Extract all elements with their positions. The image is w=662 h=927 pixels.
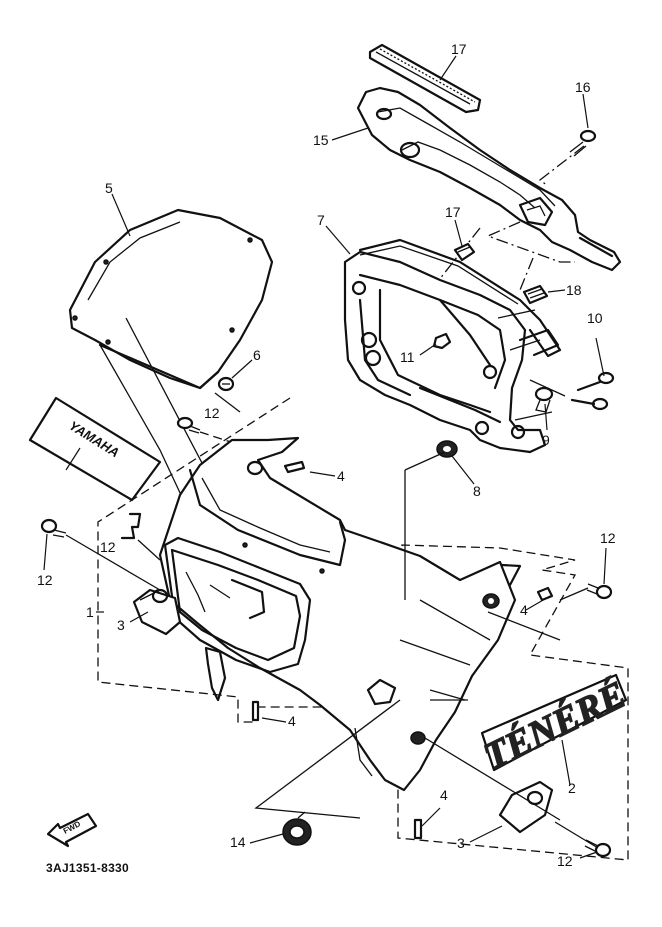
part-9-collar[interactable] — [534, 386, 554, 413]
callout-6: 6 — [253, 347, 261, 363]
fwd-arrow-icon: FWD — [46, 812, 98, 848]
part-13-grommet[interactable] — [282, 818, 312, 846]
callout-8: 8 — [473, 483, 481, 499]
callout-4a: 4 — [337, 468, 345, 484]
callout-11: 11 — [400, 349, 415, 365]
projection-line — [486, 145, 585, 263]
part-12-screw-bottom[interactable] — [584, 839, 612, 858]
callout-4c: 4 — [288, 713, 296, 729]
part-14-bracket[interactable] — [356, 86, 622, 272]
projection-line — [65, 379, 599, 849]
part-6-grommet[interactable] — [217, 376, 235, 392]
part-10-bolt-upper[interactable] — [576, 371, 615, 392]
callout-12e: 12 — [557, 853, 573, 869]
part-5-windshield[interactable] — [68, 208, 274, 390]
callout-12a: 12 — [204, 405, 220, 421]
callout-3b: 3 — [457, 835, 465, 851]
callout-4b: 4 — [520, 602, 528, 618]
part-17-clip-upper[interactable] — [453, 242, 476, 262]
part-10-bolt-lower[interactable] — [570, 397, 609, 411]
callout-17b: 18 — [566, 282, 582, 298]
part-17-clip-right[interactable] — [522, 284, 549, 305]
part-4-fastener-b[interactable] — [536, 586, 554, 602]
part-12-clip-front[interactable] — [120, 512, 142, 540]
part-12-screw-left[interactable] — [40, 518, 67, 538]
callout-7: 7 — [317, 212, 325, 228]
callout-12b: 12 — [100, 539, 116, 555]
part-3-cover-right[interactable] — [498, 780, 554, 834]
part-4-fastener-d[interactable] — [413, 818, 423, 840]
part-12-screw-right[interactable] — [586, 583, 613, 600]
part-16-strip[interactable] — [368, 43, 482, 114]
callout-1: 1 — [86, 604, 94, 620]
callout-12c: 12 — [37, 572, 53, 588]
callouts: 17 16 15 5 7 17 18 10 11 6 9 12 4 8 12 1… — [37, 41, 616, 869]
callout-2: 2 — [568, 780, 576, 796]
part-7-stay-frame[interactable] — [343, 238, 562, 454]
callout-4d: 4 — [440, 787, 448, 803]
callout-13: 14 — [230, 834, 246, 850]
part-4-fastener-a[interactable] — [283, 460, 306, 474]
callout-5: 5 — [105, 180, 113, 196]
callout-17a: 17 — [445, 204, 461, 220]
callout-9: 9 — [542, 432, 550, 448]
part-2-graphic[interactable]: TÉNÉRÉ — [477, 673, 633, 779]
callout-15: 16 — [575, 79, 591, 95]
callout-14: 15 — [313, 132, 329, 148]
part-4-fastener-c[interactable] — [251, 700, 260, 722]
part-1-cowling[interactable] — [158, 436, 522, 792]
part-15-screw[interactable] — [569, 129, 597, 157]
callout-3a: 3 — [117, 617, 125, 633]
part-3-cover-left[interactable] — [132, 588, 182, 636]
callout-16: 17 — [451, 41, 467, 57]
callout-10: 10 — [587, 310, 603, 326]
part-12-screw-upper[interactable] — [176, 416, 201, 434]
part-18-emblem[interactable]: YAMAHA — [28, 396, 162, 502]
callout-12d: 12 — [600, 530, 616, 546]
projection-line — [434, 227, 534, 291]
drawing-code: 3AJ1351-8330 — [46, 861, 130, 875]
assembly-boundary — [97, 397, 629, 861]
